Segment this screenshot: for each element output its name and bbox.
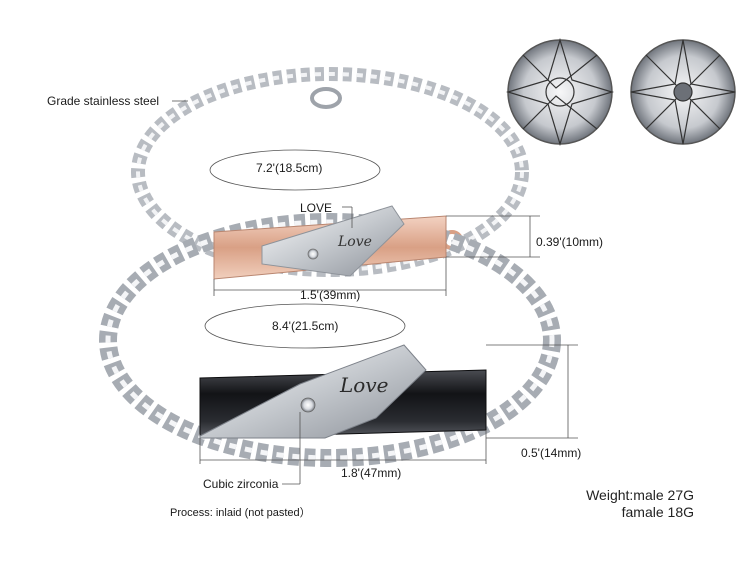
process-label: Process: inlaid (not pasted） <box>170 507 311 519</box>
female-plate-width-label: 1.5'(39mm) <box>300 288 361 302</box>
female-plate-script: Love <box>337 234 372 250</box>
male-plate-height-label: 0.5'(14mm) <box>521 446 582 460</box>
male-stone <box>300 397 316 413</box>
male-plate-script: Love <box>339 373 388 397</box>
female-stone <box>307 248 319 260</box>
material-label: Grade stainless steel <box>47 94 160 108</box>
stone-detail-right <box>630 39 736 145</box>
stone-detail-left <box>505 37 615 147</box>
female-plate: Love <box>213 205 447 280</box>
male-chain <box>99 213 561 467</box>
engraving-label: LOVE <box>300 201 333 215</box>
stone-label: Cubic zirconia <box>203 477 279 491</box>
male-plate: Love <box>199 344 487 439</box>
male-plate-width-label: 1.8'(47mm) <box>341 466 402 480</box>
weight-female: famale 18G <box>621 504 694 520</box>
weight-info: Weight:male 27G famale 18G <box>586 487 694 521</box>
female-length-label: 7.2'(18.5cm) <box>256 161 323 175</box>
male-length-label: 8.4'(21.5cm) <box>272 319 339 333</box>
dimension-lines <box>172 100 578 485</box>
female-plate-height-label: 0.39'(10mm) <box>536 235 603 249</box>
weight-male: Weight:male 27G <box>586 487 694 503</box>
female-chain <box>131 67 529 277</box>
